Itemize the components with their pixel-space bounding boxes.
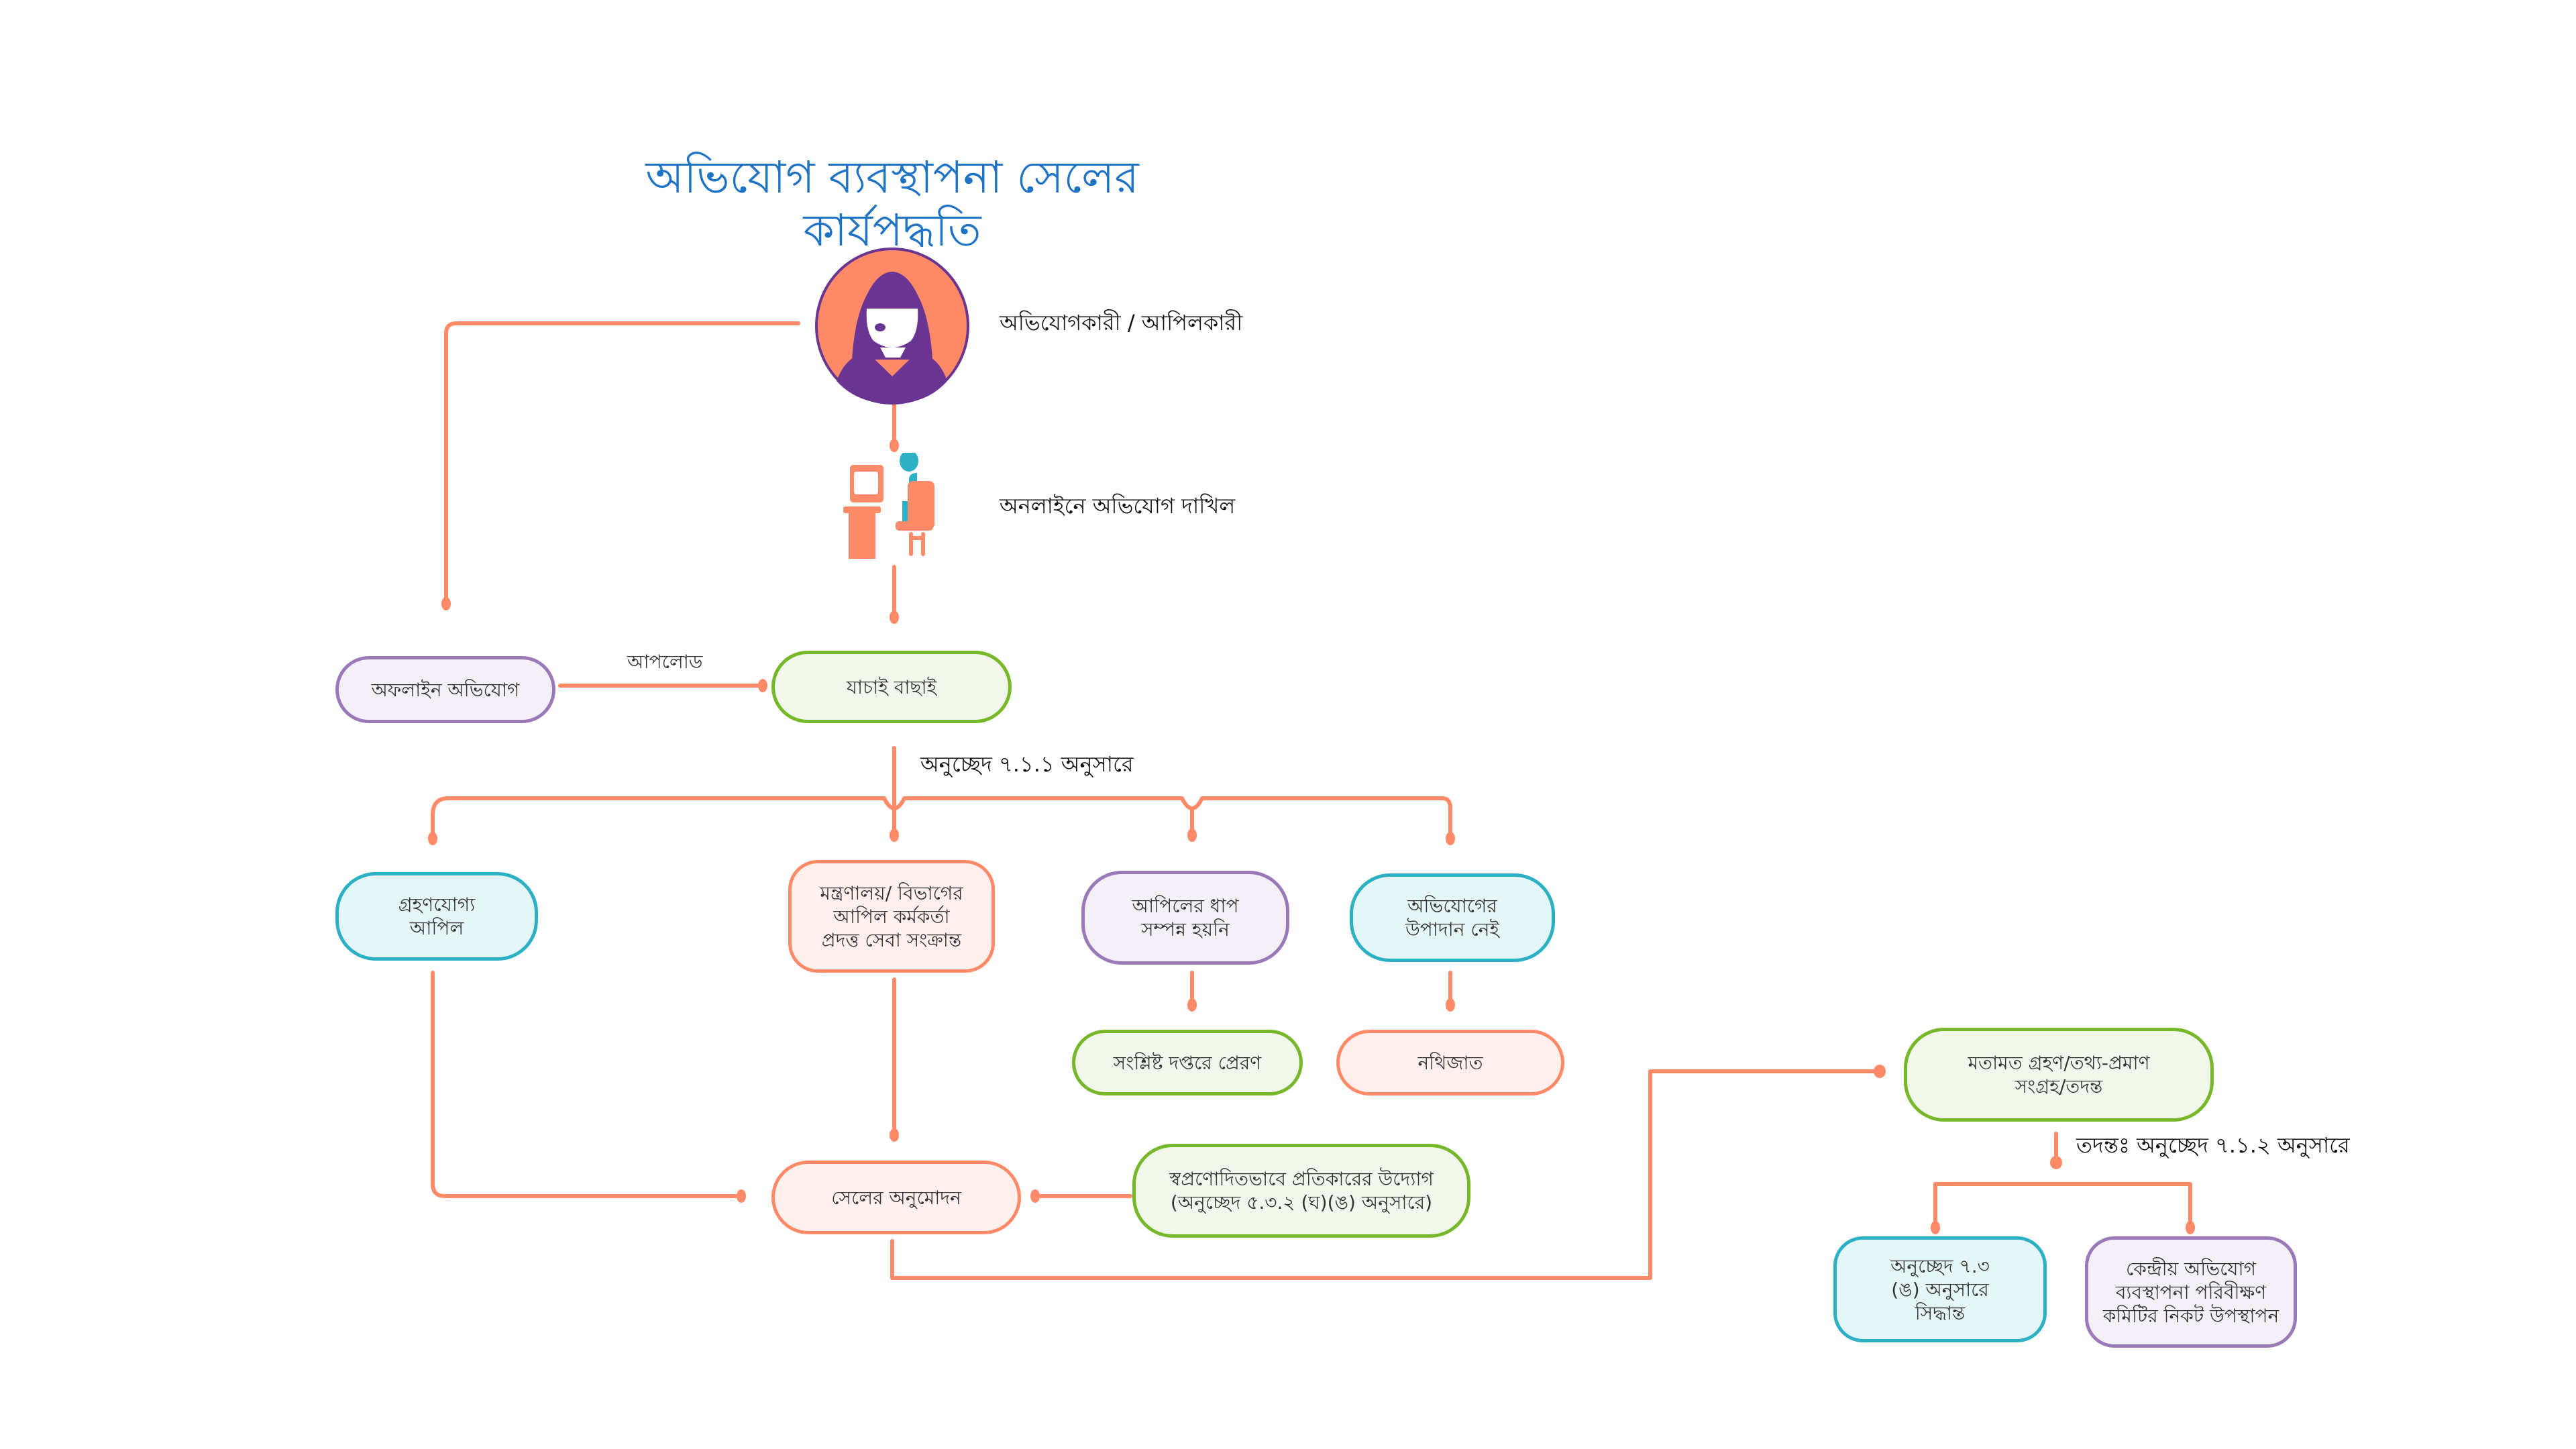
decision-7-3-node[interactable]: অনুচ্ছেদ ৭.৩ (ঙ) অনুসারে সিদ্ধান্ত	[1833, 1236, 2047, 1342]
node-label: গ্রহণযোগ্য আপিল	[398, 894, 476, 939]
investigation-label: তদন্তঃ অনুচ্ছেদ ৭.১.২ অনুসারে	[2076, 1132, 2350, 1158]
connector-branch-bar	[431, 796, 1452, 841]
node-label: আপিলের ধাপ সম্পন্ন হয়নি	[1132, 895, 1239, 941]
connector-dot	[758, 679, 767, 692]
connector-dot	[890, 828, 899, 842]
online-submit-label: অনলাইনে অভিযোগ দাখিল	[1000, 493, 1236, 519]
no-complaint-element-node[interactable]: অভিযোগের উপাদান নেই	[1350, 873, 1555, 962]
connector-dot	[2186, 1221, 2195, 1234]
filed-node[interactable]: নথিজাত	[1336, 1030, 1564, 1095]
node-label: যাচাই বাছাই	[846, 676, 937, 698]
node-label: নথিজাত	[1417, 1051, 1483, 1074]
connector-dot	[890, 439, 899, 452]
cell-approval-node[interactable]: সেলের অনুমোদন	[771, 1161, 1021, 1234]
suo-motu-action-node[interactable]: স্বপ্রণোদিতভাবে প্রতিকারের উদ্যোগ (অনুচ্…	[1132, 1144, 1470, 1238]
appeal-incomplete-node[interactable]: আপিলের ধাপ সম্পন্ন হয়নি	[1081, 871, 1289, 965]
node-label: অভিযোগের উপাদান নেই	[1405, 895, 1500, 941]
node-label: অফলাইন অভিযোগ	[371, 678, 520, 701]
node-label: সংশ্লিষ্ট দপ্তরে প্রেরণ	[1113, 1051, 1262, 1074]
complainant-label: অভিযোগকারী / আপিলকারী	[1000, 310, 1243, 335]
connector-dot	[737, 1189, 746, 1203]
ministry-officer-node[interactable]: মন্ত্রণালয়/ বিভাগের আপিল কর্মকর্তা প্রদ…	[788, 860, 995, 973]
forward-to-office-node[interactable]: সংশ্লিষ্ট দপ্তরে প্রেরণ	[1072, 1030, 1303, 1095]
node-label: মতামত গ্রহণ/তথ্য-প্রমাণ সংগ্রহ/তদন্ত	[1968, 1052, 2150, 1097]
connector-dot	[441, 597, 451, 610]
section-7-1-1-label: অনুচ্ছেদ ৭.১.১ অনুসারে	[920, 751, 1134, 777]
page-title: অভিযোগ ব্যবস্থাপনা সেলের কার্যপদ্ধতি	[645, 152, 1139, 257]
connector-dot	[1931, 1221, 1940, 1234]
opinion-evidence-node[interactable]: মতামত গ্রহণ/তথ্য-প্রমাণ সংগ্রহ/তদন্ত	[1904, 1028, 2214, 1122]
connector-dot	[1874, 1065, 1886, 1078]
central-committee-node[interactable]: কেন্দ্রীয় অভিযোগ ব্যবস্থাপনা পরিবীক্ষণ …	[2085, 1236, 2297, 1348]
connector-dot	[1030, 1189, 1040, 1203]
connector-dot	[890, 610, 899, 624]
connector-dot	[1187, 828, 1197, 842]
connector-approval-opinion	[890, 1069, 1880, 1280]
connector-avatar-offline	[444, 321, 800, 602]
screening-node[interactable]: যাচাই বাছাই	[771, 651, 1012, 723]
connector-dot	[1446, 832, 1455, 845]
node-label: সেলের অনুমোদন	[831, 1186, 961, 1209]
person-at-computer-icon	[842, 450, 949, 560]
connector-dot	[1187, 998, 1197, 1012]
connector-dot	[1446, 998, 1455, 1012]
woman-avatar-icon	[813, 247, 971, 405]
connector-dot	[428, 832, 437, 845]
connector-appeal-approval	[431, 971, 743, 1198]
node-label: অনুচ্ছেদ ৭.৩ (ঙ) অনুসারে সিদ্ধান্ত	[1890, 1254, 1990, 1324]
upload-label: আপলোড	[627, 651, 703, 673]
connector-bottom-branch	[1933, 1182, 2192, 1226]
node-label: কেন্দ্রীয় অভিযোগ ব্যবস্থাপনা পরিবীক্ষণ …	[2102, 1257, 2279, 1327]
connector-dot	[2050, 1156, 2062, 1169]
connector-dot	[890, 1128, 899, 1142]
offline-complaint-node[interactable]: অফলাইন অভিযোগ	[335, 656, 555, 723]
node-label: মন্ত্রণালয়/ বিভাগের আপিল কর্মকর্তা প্রদ…	[820, 881, 963, 951]
acceptable-appeal-node[interactable]: গ্রহণযোগ্য আপিল	[335, 872, 538, 961]
node-label: স্বপ্রণোদিতভাবে প্রতিকারের উদ্যোগ (অনুচ্…	[1169, 1168, 1434, 1214]
